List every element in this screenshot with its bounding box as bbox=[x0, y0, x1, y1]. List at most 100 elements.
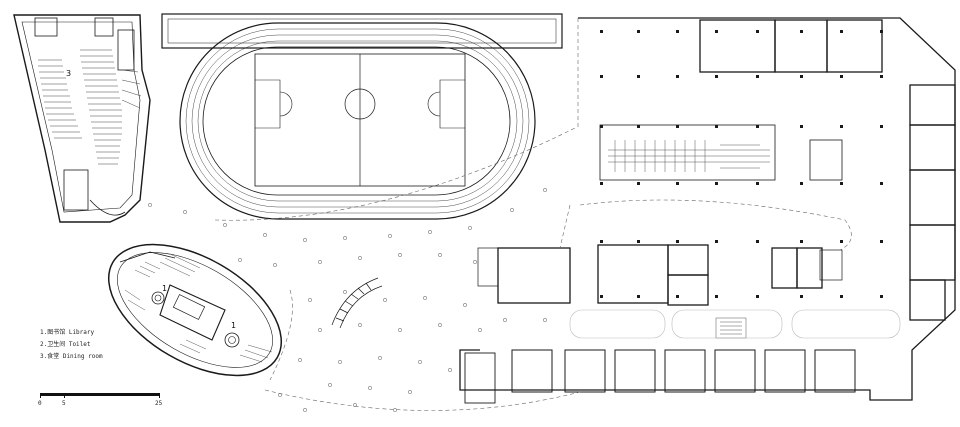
plaza-dot bbox=[378, 356, 382, 360]
column-marker bbox=[715, 30, 718, 33]
column-marker bbox=[800, 30, 803, 33]
column-marker bbox=[800, 295, 803, 298]
scale-label-25: 25 bbox=[155, 400, 163, 407]
plaza-dot bbox=[318, 260, 322, 264]
main-building bbox=[459, 17, 956, 404]
column-marker bbox=[800, 240, 803, 243]
column-marker bbox=[756, 75, 759, 78]
plaza-dot bbox=[393, 408, 397, 412]
plaza-dot bbox=[238, 258, 242, 262]
plaza-dot bbox=[343, 236, 347, 240]
column-marker bbox=[840, 125, 843, 128]
plaza-dot bbox=[510, 208, 514, 212]
column-marker bbox=[880, 125, 883, 128]
column-marker bbox=[756, 30, 759, 33]
column-marker bbox=[600, 295, 603, 298]
plaza-dot bbox=[468, 226, 472, 230]
legend-item-toilet: 2.卫生间 Toilet bbox=[40, 341, 91, 348]
column-marker bbox=[715, 125, 718, 128]
scale-label-5: 5 bbox=[62, 400, 66, 407]
plaza-dot bbox=[478, 328, 482, 332]
column-marker bbox=[715, 75, 718, 78]
plaza-dot bbox=[463, 303, 467, 307]
library-shelves bbox=[38, 49, 142, 165]
plaza-dot bbox=[298, 358, 302, 362]
column-marker bbox=[800, 182, 803, 185]
scale-tick-0 bbox=[40, 393, 41, 398]
running-track bbox=[161, 13, 563, 220]
column-marker bbox=[840, 75, 843, 78]
plaza-dot bbox=[398, 328, 402, 332]
plaza-dot bbox=[318, 328, 322, 332]
column-marker bbox=[637, 30, 640, 33]
library-room-tag: 3 bbox=[66, 69, 71, 78]
plaza-dot bbox=[223, 223, 227, 227]
column-marker bbox=[600, 30, 603, 33]
column-marker bbox=[840, 240, 843, 243]
legend-item-dining-room: 3.食堂 Dining room bbox=[40, 353, 103, 360]
plaza-dot bbox=[438, 323, 442, 327]
plaza-dot bbox=[398, 253, 402, 257]
column-marker bbox=[756, 125, 759, 128]
site-dashed-boundary bbox=[214, 18, 852, 411]
plaza-dot bbox=[503, 318, 507, 322]
plaza-dot bbox=[353, 403, 357, 407]
plaza-dot bbox=[273, 263, 277, 267]
plaza-dot bbox=[448, 368, 452, 372]
column-marker bbox=[715, 182, 718, 185]
column-marker bbox=[880, 75, 883, 78]
stairs-and-details bbox=[608, 140, 770, 339]
plaza-dot bbox=[423, 296, 427, 300]
plaza-dot bbox=[303, 238, 307, 242]
column-marker bbox=[840, 30, 843, 33]
scale-tick-5 bbox=[64, 393, 65, 398]
column-marker bbox=[756, 182, 759, 185]
column-marker bbox=[715, 240, 718, 243]
ellipse-room-tag-a: 1 bbox=[162, 284, 167, 293]
structural-columns bbox=[600, 30, 883, 298]
plaza-dot bbox=[263, 233, 267, 237]
column-marker bbox=[880, 30, 883, 33]
column-marker bbox=[880, 295, 883, 298]
plaza-dot bbox=[303, 408, 307, 412]
column-marker bbox=[637, 182, 640, 185]
column-marker bbox=[676, 240, 679, 243]
plaza-dot bbox=[388, 234, 392, 238]
scale-label-0: 0 bbox=[38, 400, 42, 407]
legend-item-library: 1.图书馆 Library bbox=[40, 329, 95, 336]
column-marker bbox=[800, 125, 803, 128]
column-marker bbox=[637, 295, 640, 298]
plaza-dot bbox=[358, 256, 362, 260]
plaza-curved-stair bbox=[331, 277, 383, 329]
plaza-dot bbox=[343, 290, 347, 294]
plaza-dot bbox=[473, 260, 477, 264]
column-marker bbox=[637, 125, 640, 128]
plaza-dot bbox=[543, 188, 547, 192]
column-marker bbox=[676, 125, 679, 128]
library-building bbox=[13, 14, 151, 223]
plaza-dot bbox=[183, 210, 187, 214]
plaza-dot bbox=[368, 386, 372, 390]
column-marker bbox=[880, 240, 883, 243]
plaza-dot bbox=[148, 203, 152, 207]
column-marker bbox=[840, 295, 843, 298]
column-marker bbox=[676, 295, 679, 298]
column-marker bbox=[840, 182, 843, 185]
column-marker bbox=[880, 182, 883, 185]
column-marker bbox=[676, 75, 679, 78]
plaza-dot bbox=[278, 393, 282, 397]
elliptical-seating bbox=[124, 253, 273, 363]
plan-legend: 1.图书馆 Library 2.卫生间 Toilet 3.食堂 Dining r… bbox=[40, 327, 103, 363]
plaza-light-dots bbox=[148, 188, 547, 412]
column-marker bbox=[600, 125, 603, 128]
column-marker bbox=[676, 30, 679, 33]
column-marker bbox=[800, 75, 803, 78]
courtyard-pads bbox=[569, 309, 901, 339]
plaza-dot bbox=[383, 298, 387, 302]
ellipse-room-tag-b: 1 bbox=[231, 321, 236, 330]
scale-bar-line bbox=[40, 393, 160, 396]
column-marker bbox=[715, 295, 718, 298]
column-marker bbox=[600, 75, 603, 78]
plaza-dot bbox=[328, 383, 332, 387]
